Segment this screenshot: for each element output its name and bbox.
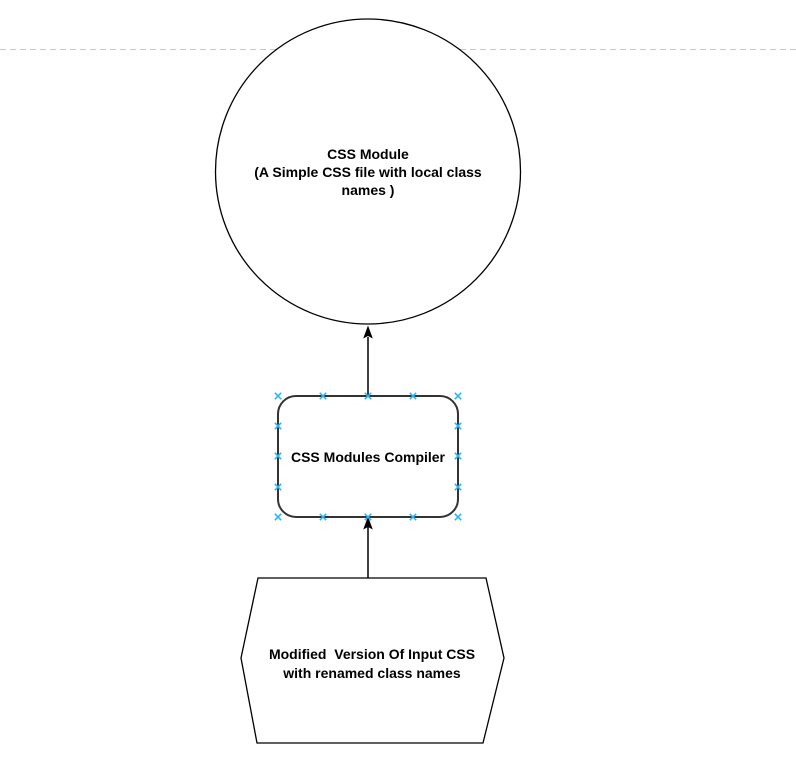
connection-point-icon[interactable] — [409, 513, 417, 521]
label-line: with renamed class names — [283, 665, 461, 681]
compiler-label: CSS Modules Compiler — [278, 448, 458, 466]
connection-point-icon[interactable] — [274, 422, 282, 430]
connection-point-icon[interactable] — [274, 452, 282, 460]
connection-point-icon[interactable] — [409, 392, 417, 400]
css-module-node[interactable] — [214, 18, 522, 325]
connection-point-icon[interactable] — [274, 483, 282, 491]
label-line: (A Simple CSS file with local class — [254, 164, 482, 180]
connection-point-icon[interactable] — [454, 513, 462, 521]
output-css-label: Modified Version Of Input CSS with renam… — [242, 645, 502, 683]
css-module-label: CSS Module (A Simple CSS file with local… — [218, 145, 518, 199]
label-line: CSS Module — [327, 146, 409, 162]
label-line: names ) — [341, 182, 395, 198]
connection-point-icon[interactable] — [364, 513, 372, 521]
edge-compiler-to-module[interactable] — [363, 325, 373, 397]
arrowhead-up-icon — [363, 516, 373, 530]
connection-point-icon[interactable] — [319, 513, 327, 521]
connection-point-icon[interactable] — [454, 392, 462, 400]
connection-point-icon[interactable] — [274, 513, 282, 521]
connection-point-icon[interactable] — [454, 452, 462, 460]
arrowhead-up-icon — [363, 325, 373, 339]
connection-point-icon[interactable] — [454, 422, 462, 430]
edge-input-to-compiler[interactable] — [363, 516, 373, 579]
connection-point-icon[interactable] — [274, 392, 282, 400]
label-line: Modified Version Of Input CSS — [268, 646, 476, 662]
output-css-node[interactable] — [240, 577, 505, 744]
connection-point-icon[interactable] — [454, 483, 462, 491]
connection-points — [274, 392, 462, 521]
connection-point-icon[interactable] — [364, 392, 372, 400]
label-line: CSS Modules Compiler — [290, 449, 446, 465]
connection-point-icon[interactable] — [319, 392, 327, 400]
